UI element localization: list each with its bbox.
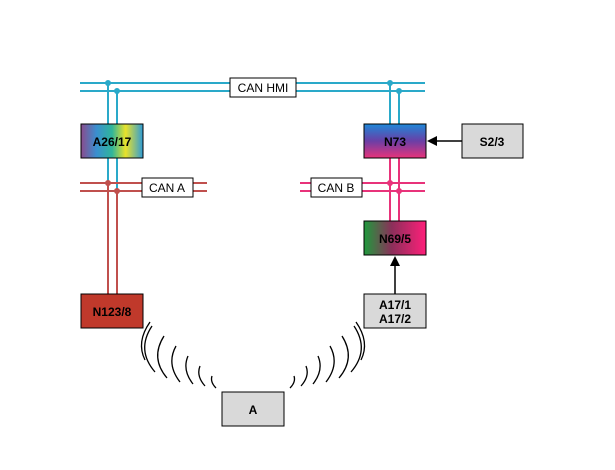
module-n73-label: N73 [384, 135, 406, 149]
can-a-label: CAN A [141, 177, 194, 198]
module-antenna-a-label: A [249, 403, 258, 417]
wireless-waves-right-icon [289, 321, 366, 389]
can-b-text: CAN B [318, 181, 355, 195]
module-n69-5: N69/5 [363, 220, 427, 256]
arrow-a17-to-n69-5 [390, 256, 400, 294]
module-n123-8: N123/8 [80, 293, 144, 329]
module-a17-1-label: A17/1 [379, 298, 411, 312]
arrow-s2-3-to-n73 [427, 136, 462, 146]
module-n69-5-label: N69/5 [379, 232, 411, 246]
module-s2-3: S2/3 [461, 123, 524, 159]
can-hmi-text: CAN HMI [238, 81, 289, 95]
module-n73: N73 [363, 123, 427, 159]
module-a17-2-label: A17/2 [379, 312, 411, 326]
module-a26-17: A26/17 [80, 123, 144, 159]
module-a26-17-label: A26/17 [93, 135, 132, 149]
module-s2-3-label: S2/3 [480, 135, 505, 149]
module-antenna-a: A [221, 391, 285, 427]
can-hmi-label: CAN HMI [229, 77, 297, 98]
can-b-label: CAN B [310, 177, 363, 198]
module-n123-8-label: N123/8 [93, 305, 132, 319]
wireless-waves-left-icon [140, 321, 217, 389]
module-a17: A17/1 A17/2 [363, 293, 427, 329]
can-a-text: CAN A [149, 181, 185, 195]
